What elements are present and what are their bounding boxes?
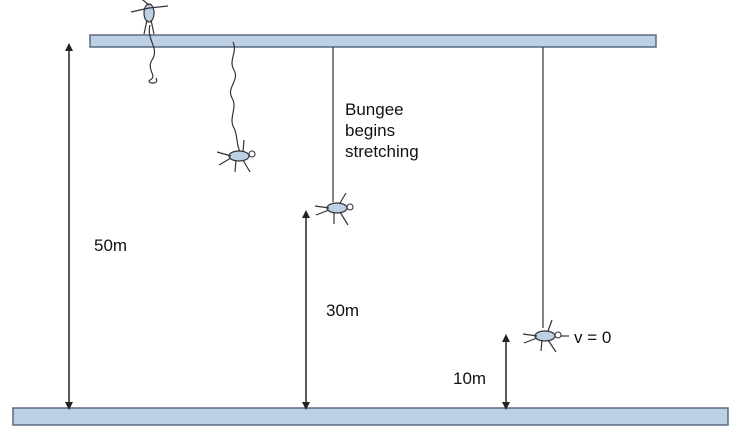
platform-height-label: 50m xyxy=(94,236,128,255)
velocity-label: v = 0 xyxy=(574,328,612,347)
jumper-falling xyxy=(216,41,256,173)
jump-platform xyxy=(89,34,657,48)
stretch-height-label: 30m xyxy=(326,301,360,320)
jumper-standing xyxy=(130,0,169,84)
jumper-falling-body xyxy=(228,150,250,162)
stretch-annotation-line-1: Bungee xyxy=(345,100,404,119)
jumper-stretch-start-body xyxy=(326,202,348,214)
jumper-stretch-start xyxy=(314,47,354,226)
ground xyxy=(12,407,729,426)
stretch-annotation: Bungee begins stretching xyxy=(345,99,419,162)
jumper-standing-body xyxy=(143,3,155,23)
stretch-annotation-line-3: stretching xyxy=(345,142,419,161)
stretch-annotation-line-2: begins xyxy=(345,121,396,140)
jumper-lowest-point-body xyxy=(534,330,556,342)
jumper-lowest-point xyxy=(522,47,569,353)
lowest-height-label: 10m xyxy=(453,369,487,388)
